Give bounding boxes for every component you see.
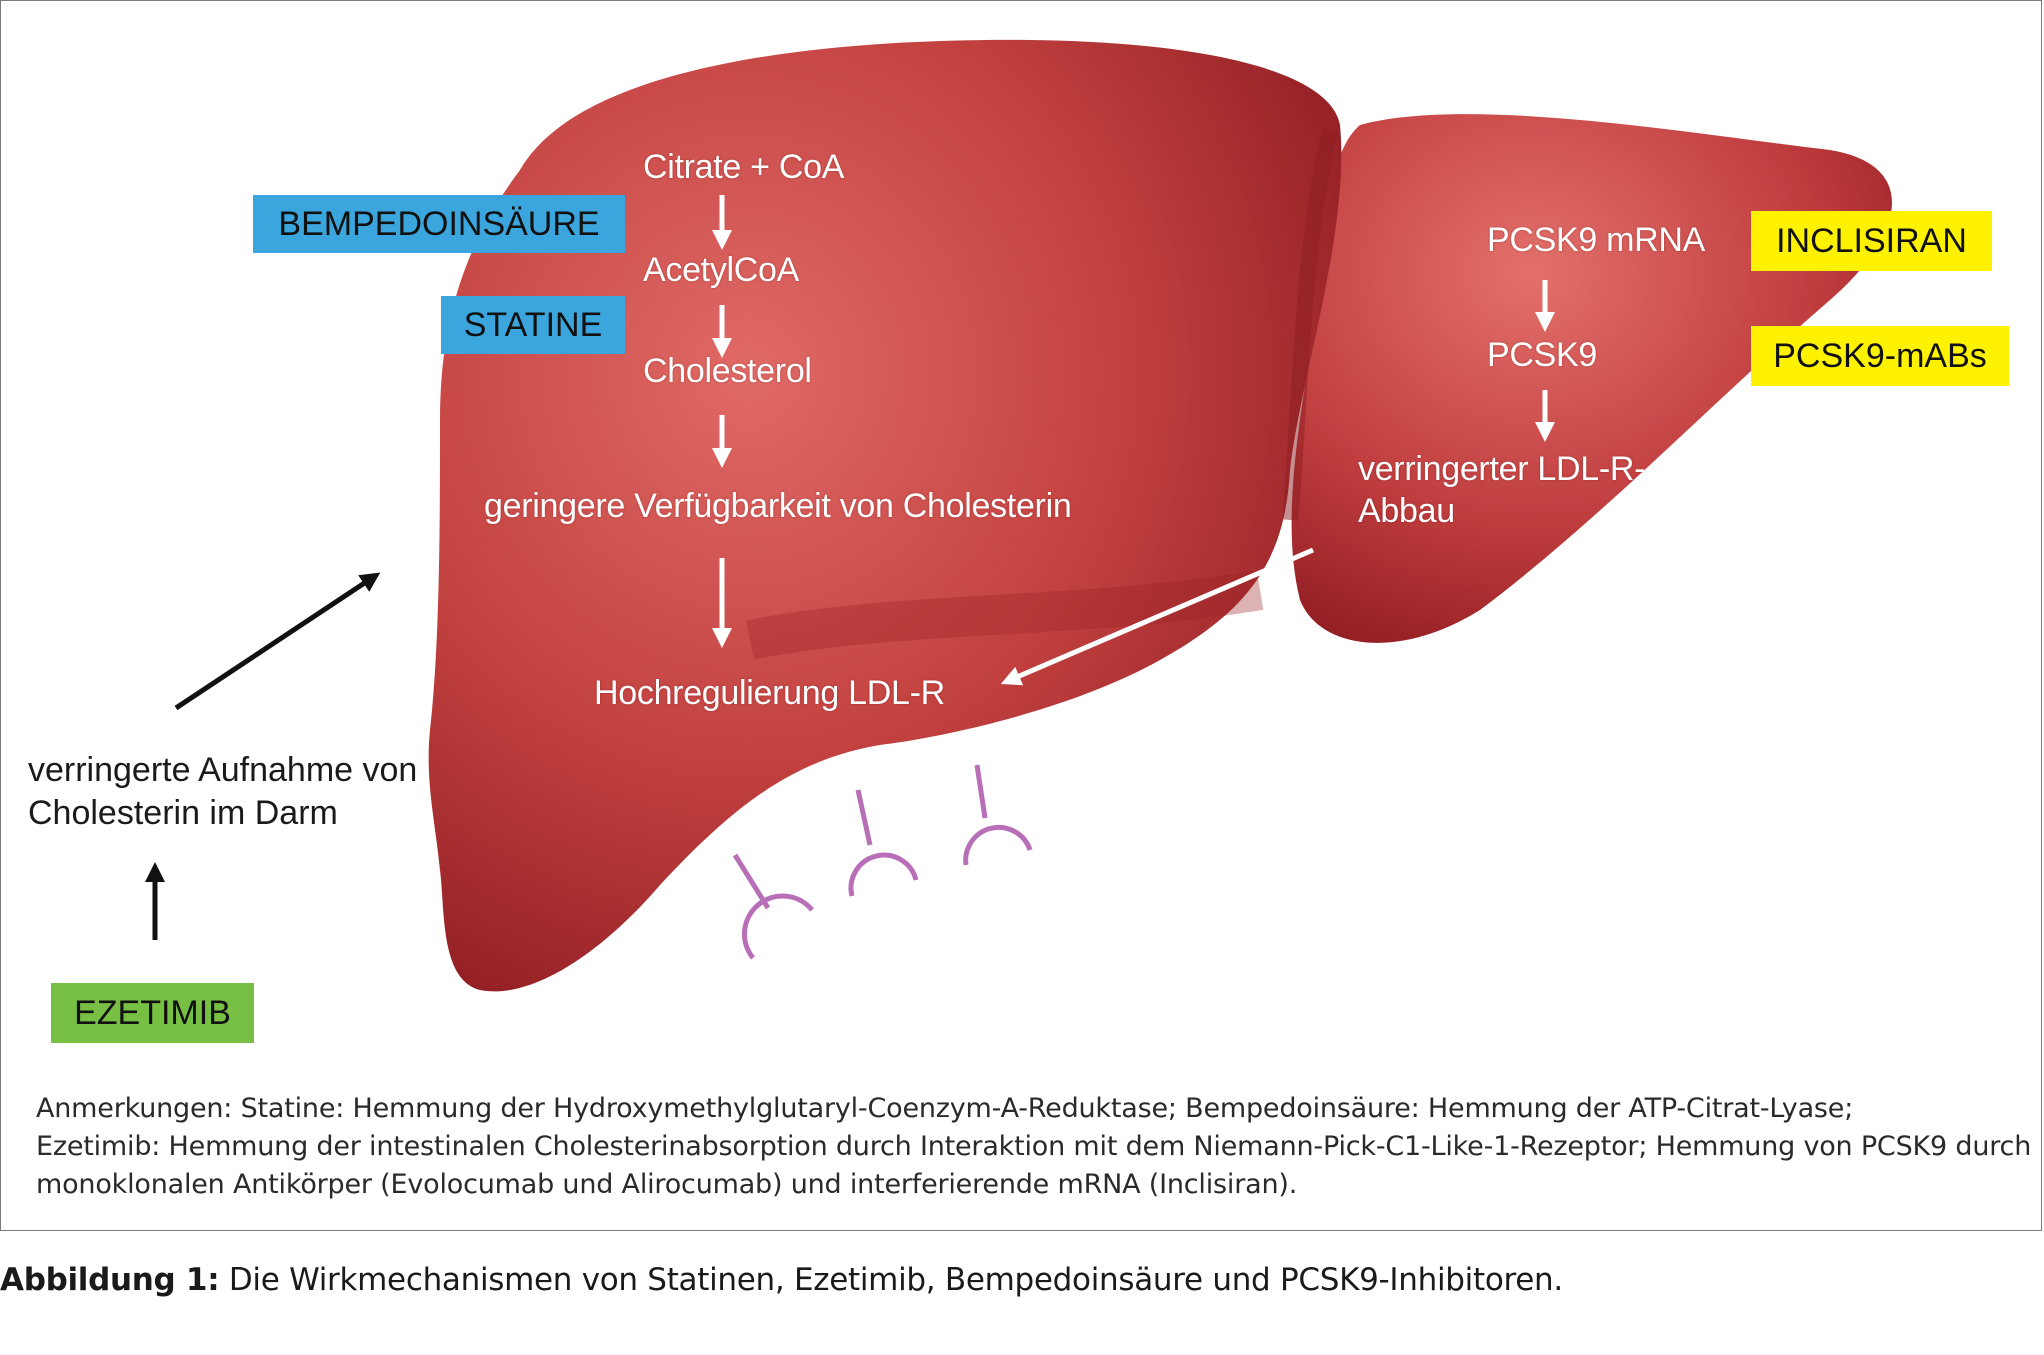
notes-line-3: monoklonalen Antikörper (Evolocumab und …	[36, 1169, 1298, 1200]
ezetimib-box: EZETIMIB	[51, 983, 254, 1043]
pcsk9-label: PCSK9	[1487, 336, 1597, 374]
cholesterol-label: Cholesterol	[643, 352, 812, 390]
notes-line-2: Ezetimib: Hemmung der intestinalen Chole…	[36, 1131, 2032, 1162]
ldl-receptors	[732, 764, 1033, 960]
caption-text: Die Wirkmechanismen von Statinen, Ezetim…	[219, 1262, 1563, 1298]
liver-left-lobe	[428, 39, 1342, 992]
cholesterol-availability-label: geringere Verfügbarkeit von Cholesterin	[484, 487, 1072, 525]
arrow-degradation-upregulation	[1000, 547, 1314, 686]
ldl-r-degradation-label-1: verringerter LDL-R-	[1358, 450, 1646, 488]
figure-notes: Anmerkungen: Statine: Hemmung der Hydrox…	[36, 1090, 2032, 1204]
intestine-uptake-label-2: Cholesterin im Darm	[28, 794, 338, 832]
ldl-r-upregulation-label: Hochregulierung LDL-R	[594, 674, 945, 712]
ldl-r-degradation-label-2: Abbau	[1358, 492, 1455, 530]
bempedoic-acid-box: BEMPEDOINSÄURE	[253, 195, 625, 253]
liver-illustration	[145, 39, 1893, 992]
citrate-coa-label: Citrate + CoA	[643, 148, 845, 186]
inclisiran-box: INCLISIRAN	[1751, 211, 1992, 271]
pcsk9-mrna-label: PCSK9 mRNA	[1487, 221, 1706, 259]
arrow-intestine-liver	[174, 572, 381, 711]
pcsk9-mabs-box: PCSK9-mABs	[1751, 326, 2009, 386]
intestine-uptake-label-1: verringerte Aufnahme von	[28, 751, 418, 789]
figure-caption: Abbildung 1: Die Wirkmechanismen von Sta…	[0, 1262, 1563, 1298]
statine-box: STATINE	[441, 296, 625, 354]
liver-right-lobe	[1291, 114, 1893, 643]
notes-line-1: Anmerkungen: Statine: Hemmung der Hydrox…	[36, 1093, 1854, 1124]
acetylcoa-label: AcetylCoA	[643, 251, 800, 289]
caption-label: Abbildung 1:	[0, 1262, 220, 1298]
